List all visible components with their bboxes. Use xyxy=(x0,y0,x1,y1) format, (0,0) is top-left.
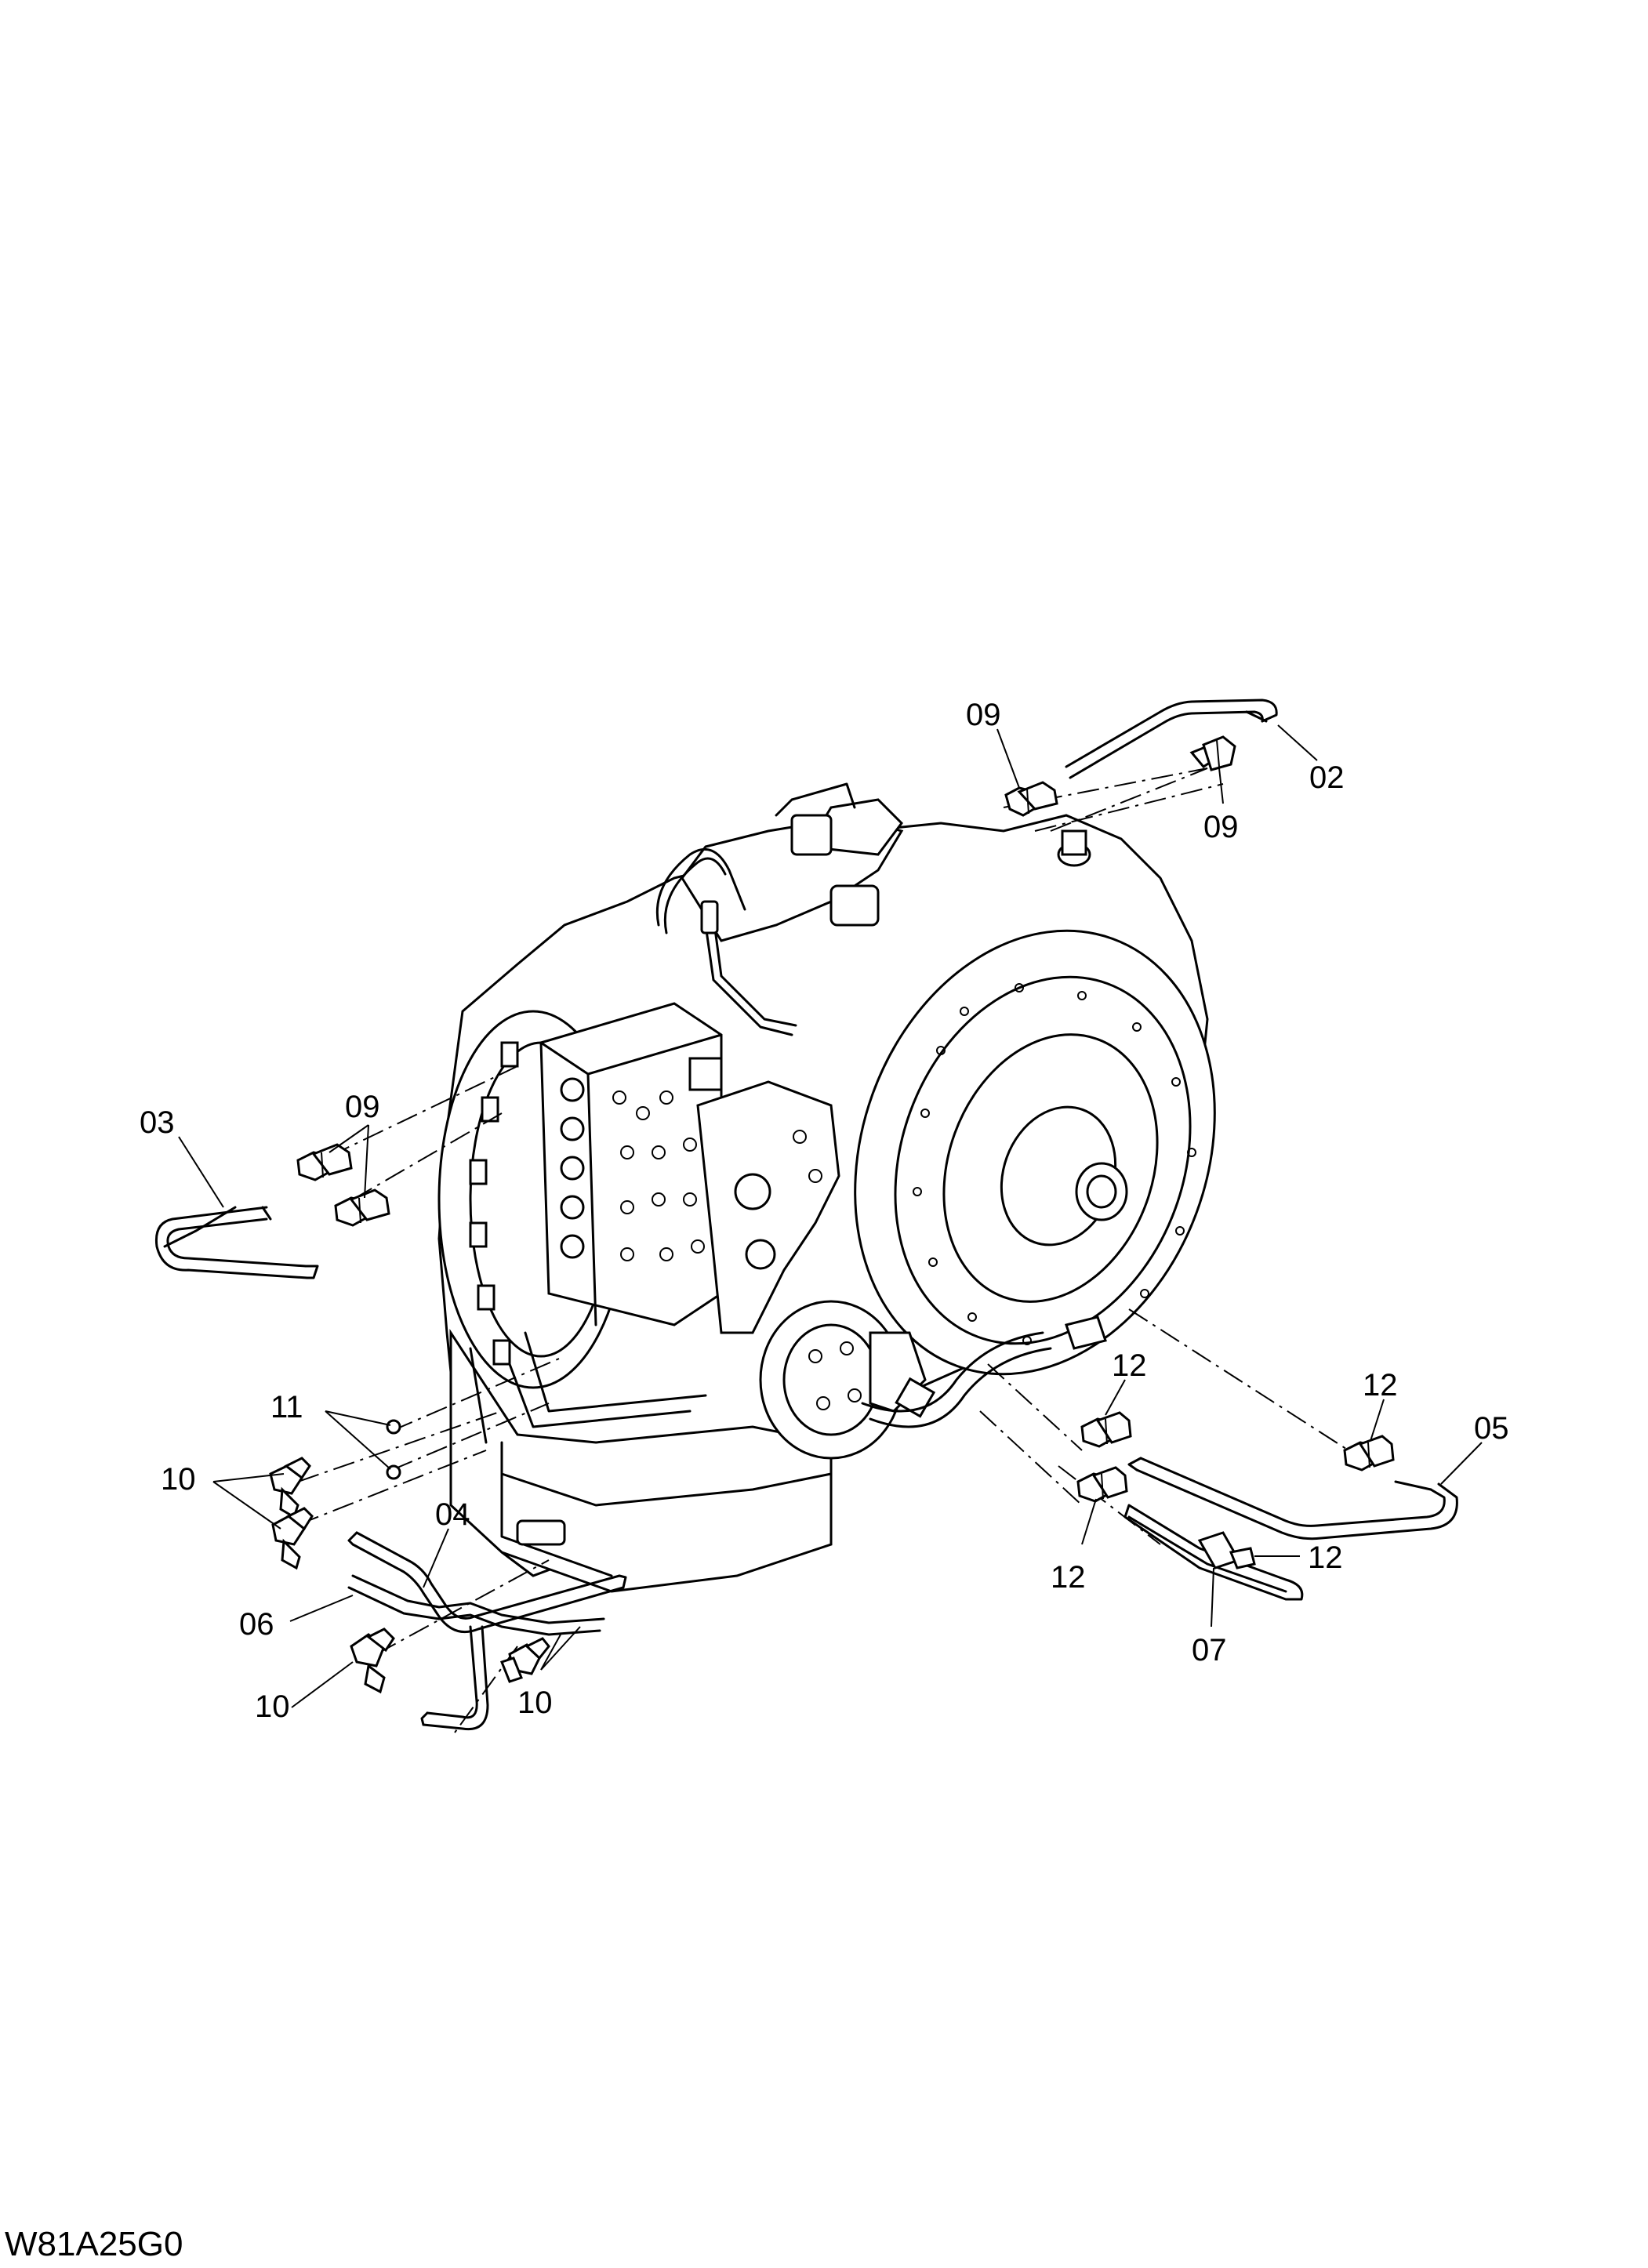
fitting-09-top-right xyxy=(1189,735,1236,771)
callout-09-top-left: 09 xyxy=(966,698,1001,732)
callout-12-a: 12 xyxy=(1112,1348,1147,1383)
plug-11-upper xyxy=(386,1419,401,1435)
pipe-04-06 xyxy=(347,1531,627,1731)
callout-03: 03 xyxy=(140,1105,175,1140)
fitting-09-top-left xyxy=(1004,781,1058,817)
callout-10-b: 10 xyxy=(255,1689,290,1724)
callout-10-c: 10 xyxy=(517,1686,553,1720)
elbow-10-middle xyxy=(271,1507,314,1570)
elbow-10-upper xyxy=(269,1457,311,1519)
adapter-12-a xyxy=(1080,1411,1132,1448)
fitting-09-left-upper xyxy=(296,1143,353,1181)
callout-12-d: 12 xyxy=(1308,1540,1343,1575)
callout-02: 02 xyxy=(1309,760,1345,795)
callout-05: 05 xyxy=(1474,1411,1509,1446)
callout-09-top-right: 09 xyxy=(1203,810,1239,844)
pipe-03 xyxy=(154,1206,319,1279)
callout-labels: 09 02 09 09 03 12 12 05 11 10 04 12 12 0… xyxy=(140,698,1509,1724)
pipe-02 xyxy=(1065,699,1278,779)
callout-10-a: 10 xyxy=(161,1462,196,1497)
elbow-10-bottom-right xyxy=(500,1637,550,1683)
callout-06: 06 xyxy=(239,1607,274,1642)
callout-11: 11 xyxy=(270,1390,303,1424)
valve-ports xyxy=(560,1077,705,1261)
callout-09-left: 09 xyxy=(345,1090,380,1124)
transmission-housing xyxy=(437,782,1216,1593)
elbow-10-bottom-left xyxy=(350,1628,395,1694)
fittings xyxy=(269,735,1395,1694)
callout-12-b: 12 xyxy=(1363,1368,1398,1403)
bolt-circle xyxy=(913,983,1196,1345)
fitting-09-left-lower xyxy=(334,1188,390,1227)
gear-teeth xyxy=(469,1041,519,1366)
callout-04: 04 xyxy=(435,1497,470,1532)
callout-leaders xyxy=(178,724,1483,1708)
callout-12-c: 12 xyxy=(1051,1560,1086,1595)
pipe-05 xyxy=(1127,1457,1458,1540)
adapter-12-c xyxy=(1076,1466,1128,1503)
figure-code: W81A25G0 xyxy=(5,2225,183,2263)
hose-07 xyxy=(1123,1504,1304,1601)
pipes xyxy=(154,699,1458,1731)
adapter-12-b xyxy=(1343,1435,1395,1471)
assembly-leader-lines xyxy=(297,767,1349,1733)
callout-07: 07 xyxy=(1192,1633,1227,1667)
